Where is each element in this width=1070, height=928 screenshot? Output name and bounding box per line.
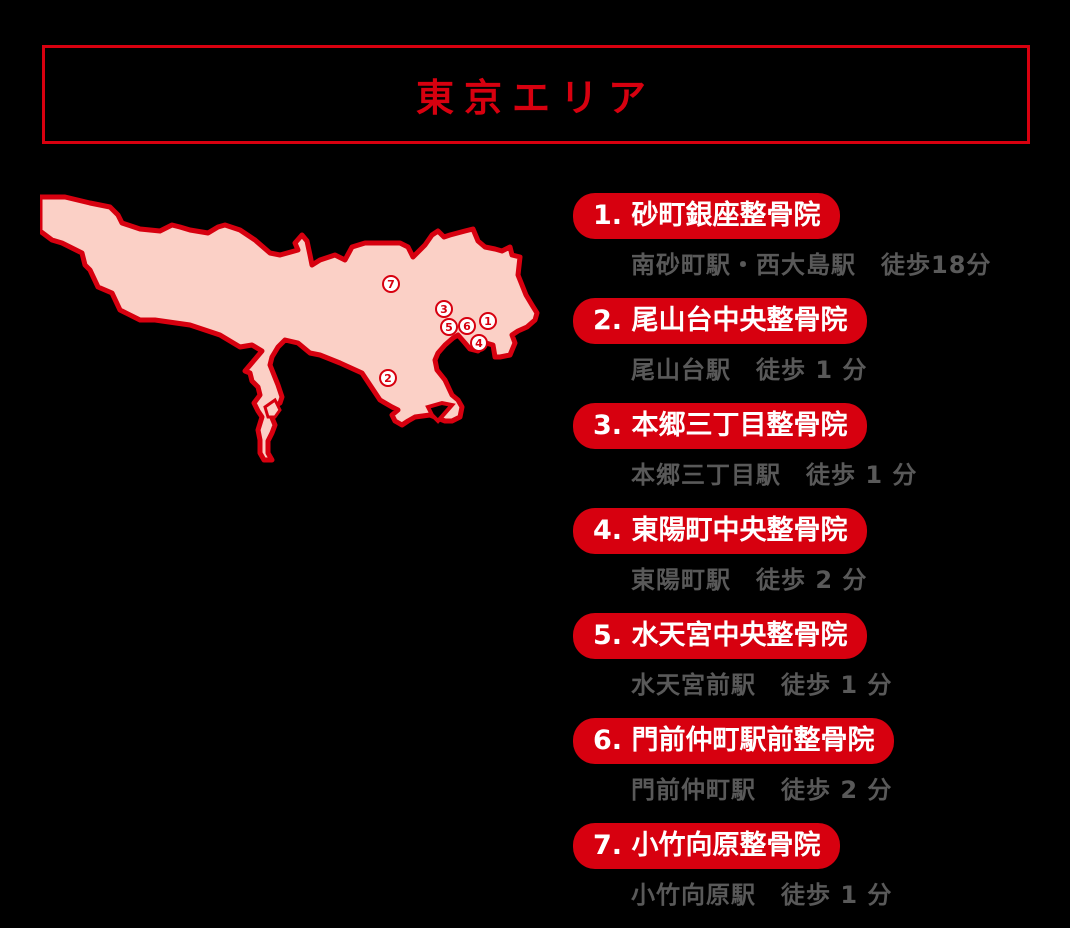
page-title: 東京エリア: [415, 76, 656, 120]
marker-3-label: 3: [440, 303, 448, 316]
clinic-access: 小竹向原駅 徒歩 1 分: [631, 881, 893, 909]
marker-7-label: 7: [387, 278, 395, 291]
clinic-name-link[interactable]: 1. 砂町銀座整骨院: [573, 193, 841, 239]
clinic-name-link[interactable]: 6. 門前仲町駅前整骨院: [573, 718, 895, 764]
clinic-name-link[interactable]: 2. 尾山台中央整骨院: [573, 298, 868, 344]
clinic-item-2: 2. 尾山台中央整骨院 尾山台駅 徒歩 1 分: [573, 298, 991, 403]
area-title-box: 東京エリア: [42, 45, 1030, 144]
marker-2[interactable]: 2: [379, 369, 397, 387]
marker-5-label: 5: [445, 321, 453, 334]
marker-4-label: 4: [475, 337, 483, 350]
marker-6-label: 6: [463, 320, 471, 333]
clinic-access: 水天宮前駅 徒歩 1 分: [631, 671, 893, 699]
clinic-item-5: 5. 水天宮中央整骨院 水天宮前駅 徒歩 1 分: [573, 613, 991, 718]
clinic-list: 1. 砂町銀座整骨院 南砂町駅・西大島駅 徒歩18分 2. 尾山台中央整骨院 尾…: [573, 193, 991, 928]
coastal-island: [263, 397, 282, 419]
marker-3[interactable]: 3: [435, 300, 453, 318]
clinic-name-link[interactable]: 4. 東陽町中央整骨院: [573, 508, 868, 554]
clinic-item-6: 6. 門前仲町駅前整骨院 門前仲町駅 徒歩 2 分: [573, 718, 991, 823]
clinic-access: 尾山台駅 徒歩 1 分: [631, 356, 868, 384]
clinic-name-link[interactable]: 3. 本郷三丁目整骨院: [573, 403, 868, 449]
marker-4[interactable]: 4: [470, 334, 488, 352]
marker-5[interactable]: 5: [440, 318, 458, 336]
clinic-access: 南砂町駅・西大島駅 徒歩18分: [631, 251, 992, 279]
clinic-access: 本郷三丁目駅 徒歩 1 分: [631, 461, 918, 489]
clinic-item-1: 1. 砂町銀座整骨院 南砂町駅・西大島駅 徒歩18分: [573, 193, 991, 298]
clinic-item-3: 3. 本郷三丁目整骨院 本郷三丁目駅 徒歩 1 分: [573, 403, 991, 508]
marker-7[interactable]: 7: [382, 275, 400, 293]
clinic-access: 門前仲町駅 徒歩 2 分: [631, 776, 893, 804]
tokyo-map: 1 2 3 4 5 6 7: [40, 194, 540, 463]
clinic-item-4: 4. 東陽町中央整骨院 東陽町駅 徒歩 2 分: [573, 508, 991, 613]
marker-6[interactable]: 6: [458, 317, 476, 335]
clinic-name-link[interactable]: 7. 小竹向原整骨院: [573, 823, 841, 869]
marker-2-label: 2: [384, 372, 392, 385]
clinic-item-7: 7. 小竹向原整骨院 小竹向原駅 徒歩 1 分: [573, 823, 991, 928]
clinic-name-link[interactable]: 5. 水天宮中央整骨院: [573, 613, 868, 659]
bay-inlet: [425, 400, 456, 424]
marker-1-label: 1: [484, 315, 492, 328]
marker-1[interactable]: 1: [479, 312, 497, 330]
clinic-access: 東陽町駅 徒歩 2 分: [631, 566, 868, 594]
tokyo-map-shape: [40, 194, 540, 463]
